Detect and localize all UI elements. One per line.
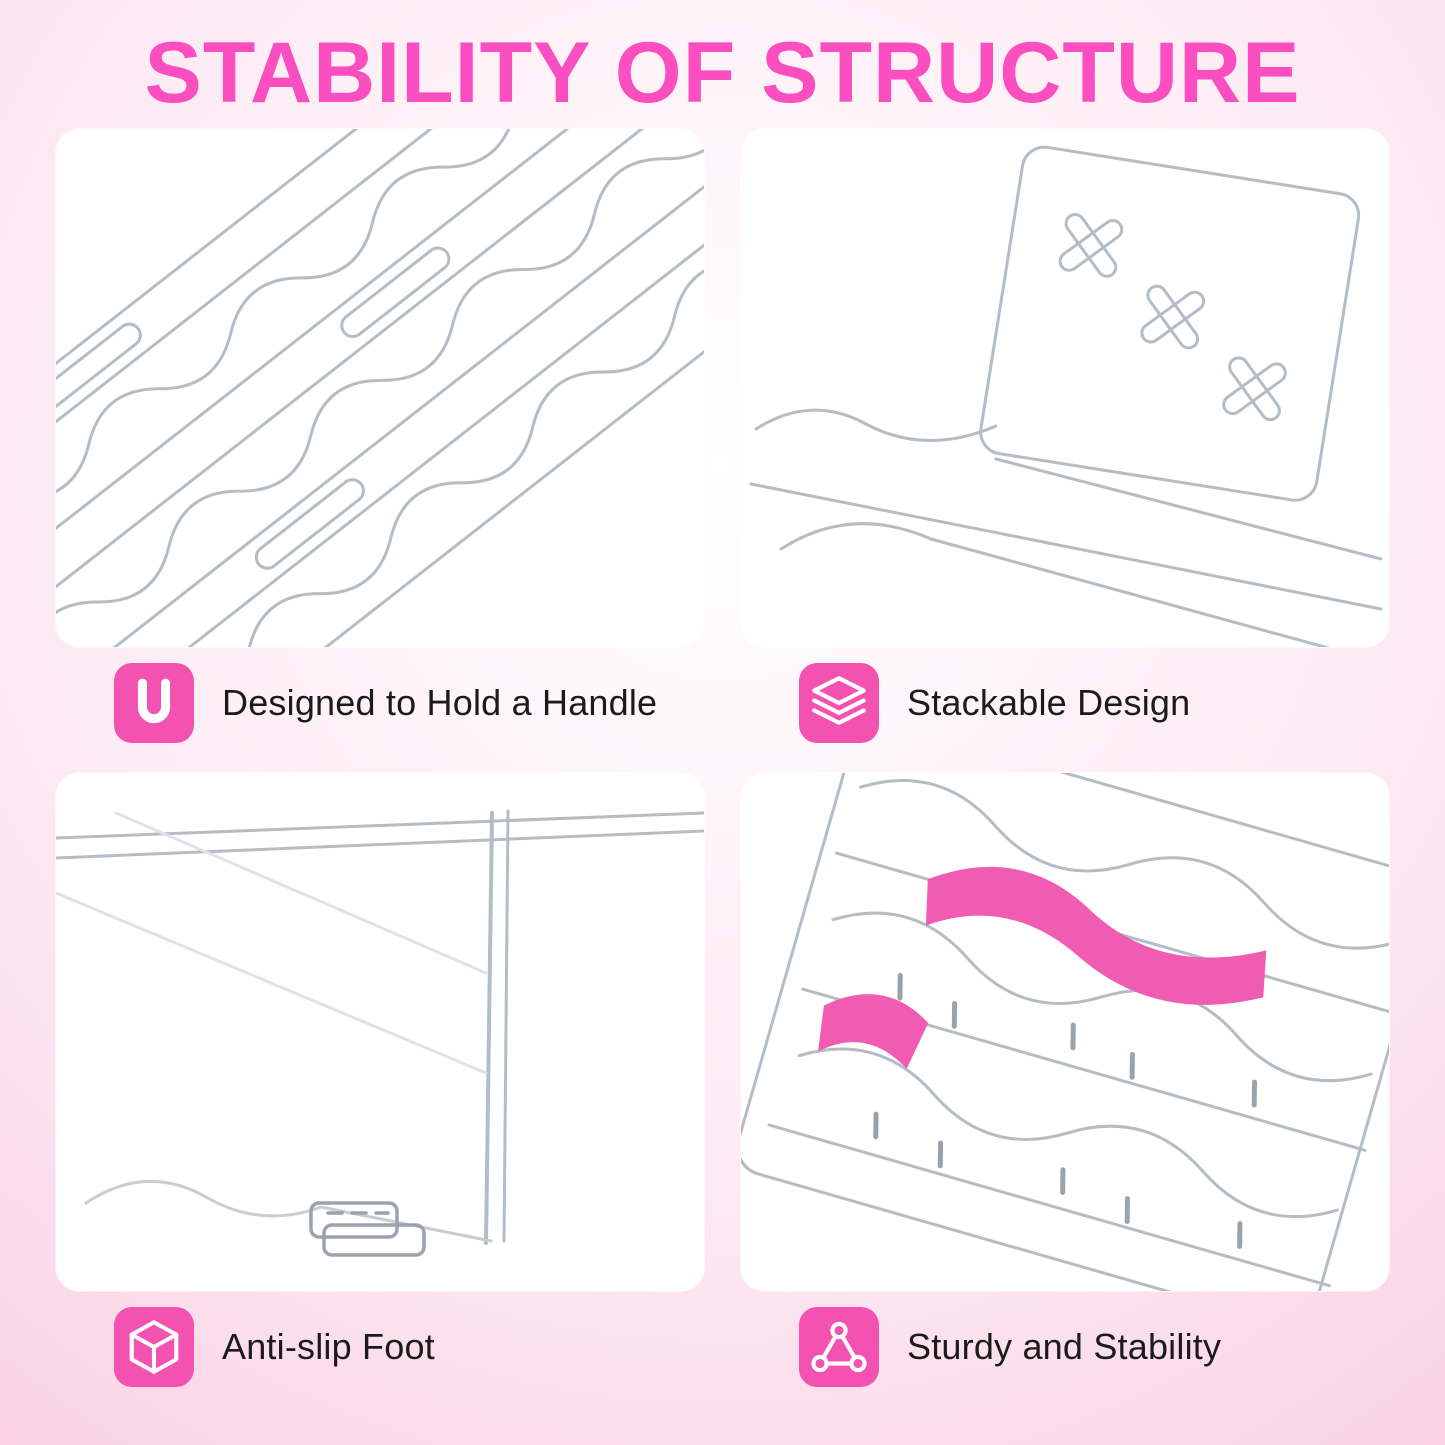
photo-stackable-corner [741,129,1389,647]
photo-handle-channels [56,129,704,647]
photo-sturdy-tray [741,773,1389,1291]
feature-label-hold-handle: Designed to Hold a Handle [222,682,658,723]
feature-label-sturdy: Sturdy and Stability [907,1326,1222,1367]
feature-label-stackable: Stackable Design [907,682,1191,723]
feature-cell-stackable: Stackable Design [741,129,1389,747]
feature-label-antislip: Anti-slip Foot [222,1326,435,1367]
feature-caption-antislip: Anti-slip Foot [56,1291,704,1391]
u-channel-icon [114,663,194,743]
feature-grid: Designed to Hold a Handle [0,95,1445,1391]
cube-icon [114,1307,194,1387]
stackable-corner-illustration [749,145,1383,647]
stack-layers-icon [799,663,879,743]
photo-antislip-foot [56,773,704,1291]
antislip-foot-illustration [56,809,704,1257]
feature-cell-sturdy: Sturdy and Stability [741,773,1389,1391]
handle-channels-illustration [56,129,704,647]
feature-cell-hold-handle: Designed to Hold a Handle [56,129,704,747]
triangle-nodes-icon [799,1307,879,1387]
feature-caption-stackable: Stackable Design [741,647,1389,747]
sturdy-tray-illustration [741,773,1389,1291]
feature-caption-hold-handle: Designed to Hold a Handle [56,647,704,747]
feature-cell-antislip: Anti-slip Foot [56,773,704,1391]
page-title: STABILITY OF STRUCTURE [144,25,1301,121]
feature-caption-sturdy: Sturdy and Stability [741,1291,1389,1391]
